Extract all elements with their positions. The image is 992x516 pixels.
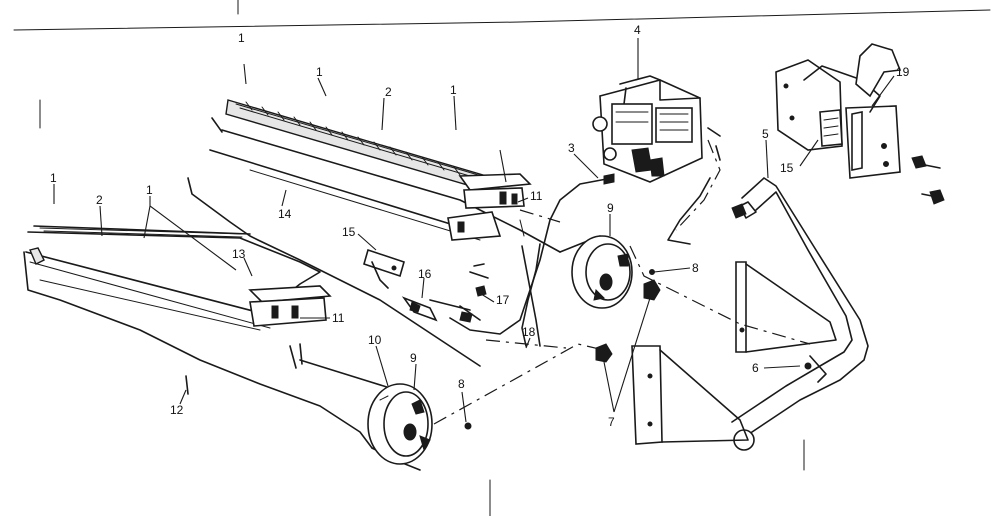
- callout-5: 5: [762, 127, 769, 141]
- lower-burner-tube: [299, 359, 433, 465]
- callout-9: 9: [607, 201, 614, 215]
- gas-manifold-pipe: [731, 177, 869, 451]
- pilot-screws: [469, 263, 489, 297]
- orifices: [464, 269, 812, 430]
- callout-18: 18: [522, 325, 536, 339]
- callout-2: 2: [96, 193, 103, 207]
- callout-17: 17: [496, 293, 510, 307]
- callout-8: 8: [692, 261, 699, 275]
- callout-12: 12: [170, 403, 184, 417]
- callout-1: 1: [238, 31, 245, 45]
- callout-3: 3: [568, 141, 575, 155]
- callout-13: 13: [232, 247, 246, 261]
- callout-1: 1: [316, 65, 323, 79]
- mounting-brackets: [631, 261, 837, 445]
- leader-lines: [53, 38, 895, 423]
- callout-1: 1: [50, 171, 57, 185]
- callout-16: 16: [418, 267, 432, 281]
- callout-1: 1: [146, 183, 153, 197]
- callout-2: 2: [385, 85, 392, 99]
- callout-6: 6: [752, 361, 759, 375]
- callout-15: 15: [780, 161, 794, 175]
- frame-lines: [13, 0, 991, 516]
- gas-valve: [592, 75, 721, 245]
- upper-burner-assembly: [187, 99, 561, 367]
- callout-9: 9: [410, 351, 417, 365]
- callout-8: 8: [458, 377, 465, 391]
- lower-burner-assembly: [23, 225, 421, 471]
- callout-11: 11: [530, 189, 543, 203]
- callout-labels: 1 1 2 1 4 3 5 19 15 11 9 8 14 15 13 16 1…: [50, 23, 910, 429]
- callout-14: 14: [278, 207, 292, 221]
- upper-burner-tube: [559, 235, 633, 309]
- callout-15: 15: [342, 225, 356, 239]
- thermocouple-clip: [363, 248, 405, 289]
- pilot-tubing: [401, 173, 615, 347]
- callout-4: 4: [634, 23, 641, 37]
- callout-19: 19: [896, 65, 910, 79]
- callout-11: 11: [332, 311, 345, 325]
- assembly-centerlines: [433, 139, 811, 425]
- callout-1: 1: [450, 83, 457, 97]
- gas-control-knob-assembly: [775, 43, 945, 205]
- callout-7: 7: [608, 415, 615, 429]
- callout-10: 10: [368, 333, 382, 347]
